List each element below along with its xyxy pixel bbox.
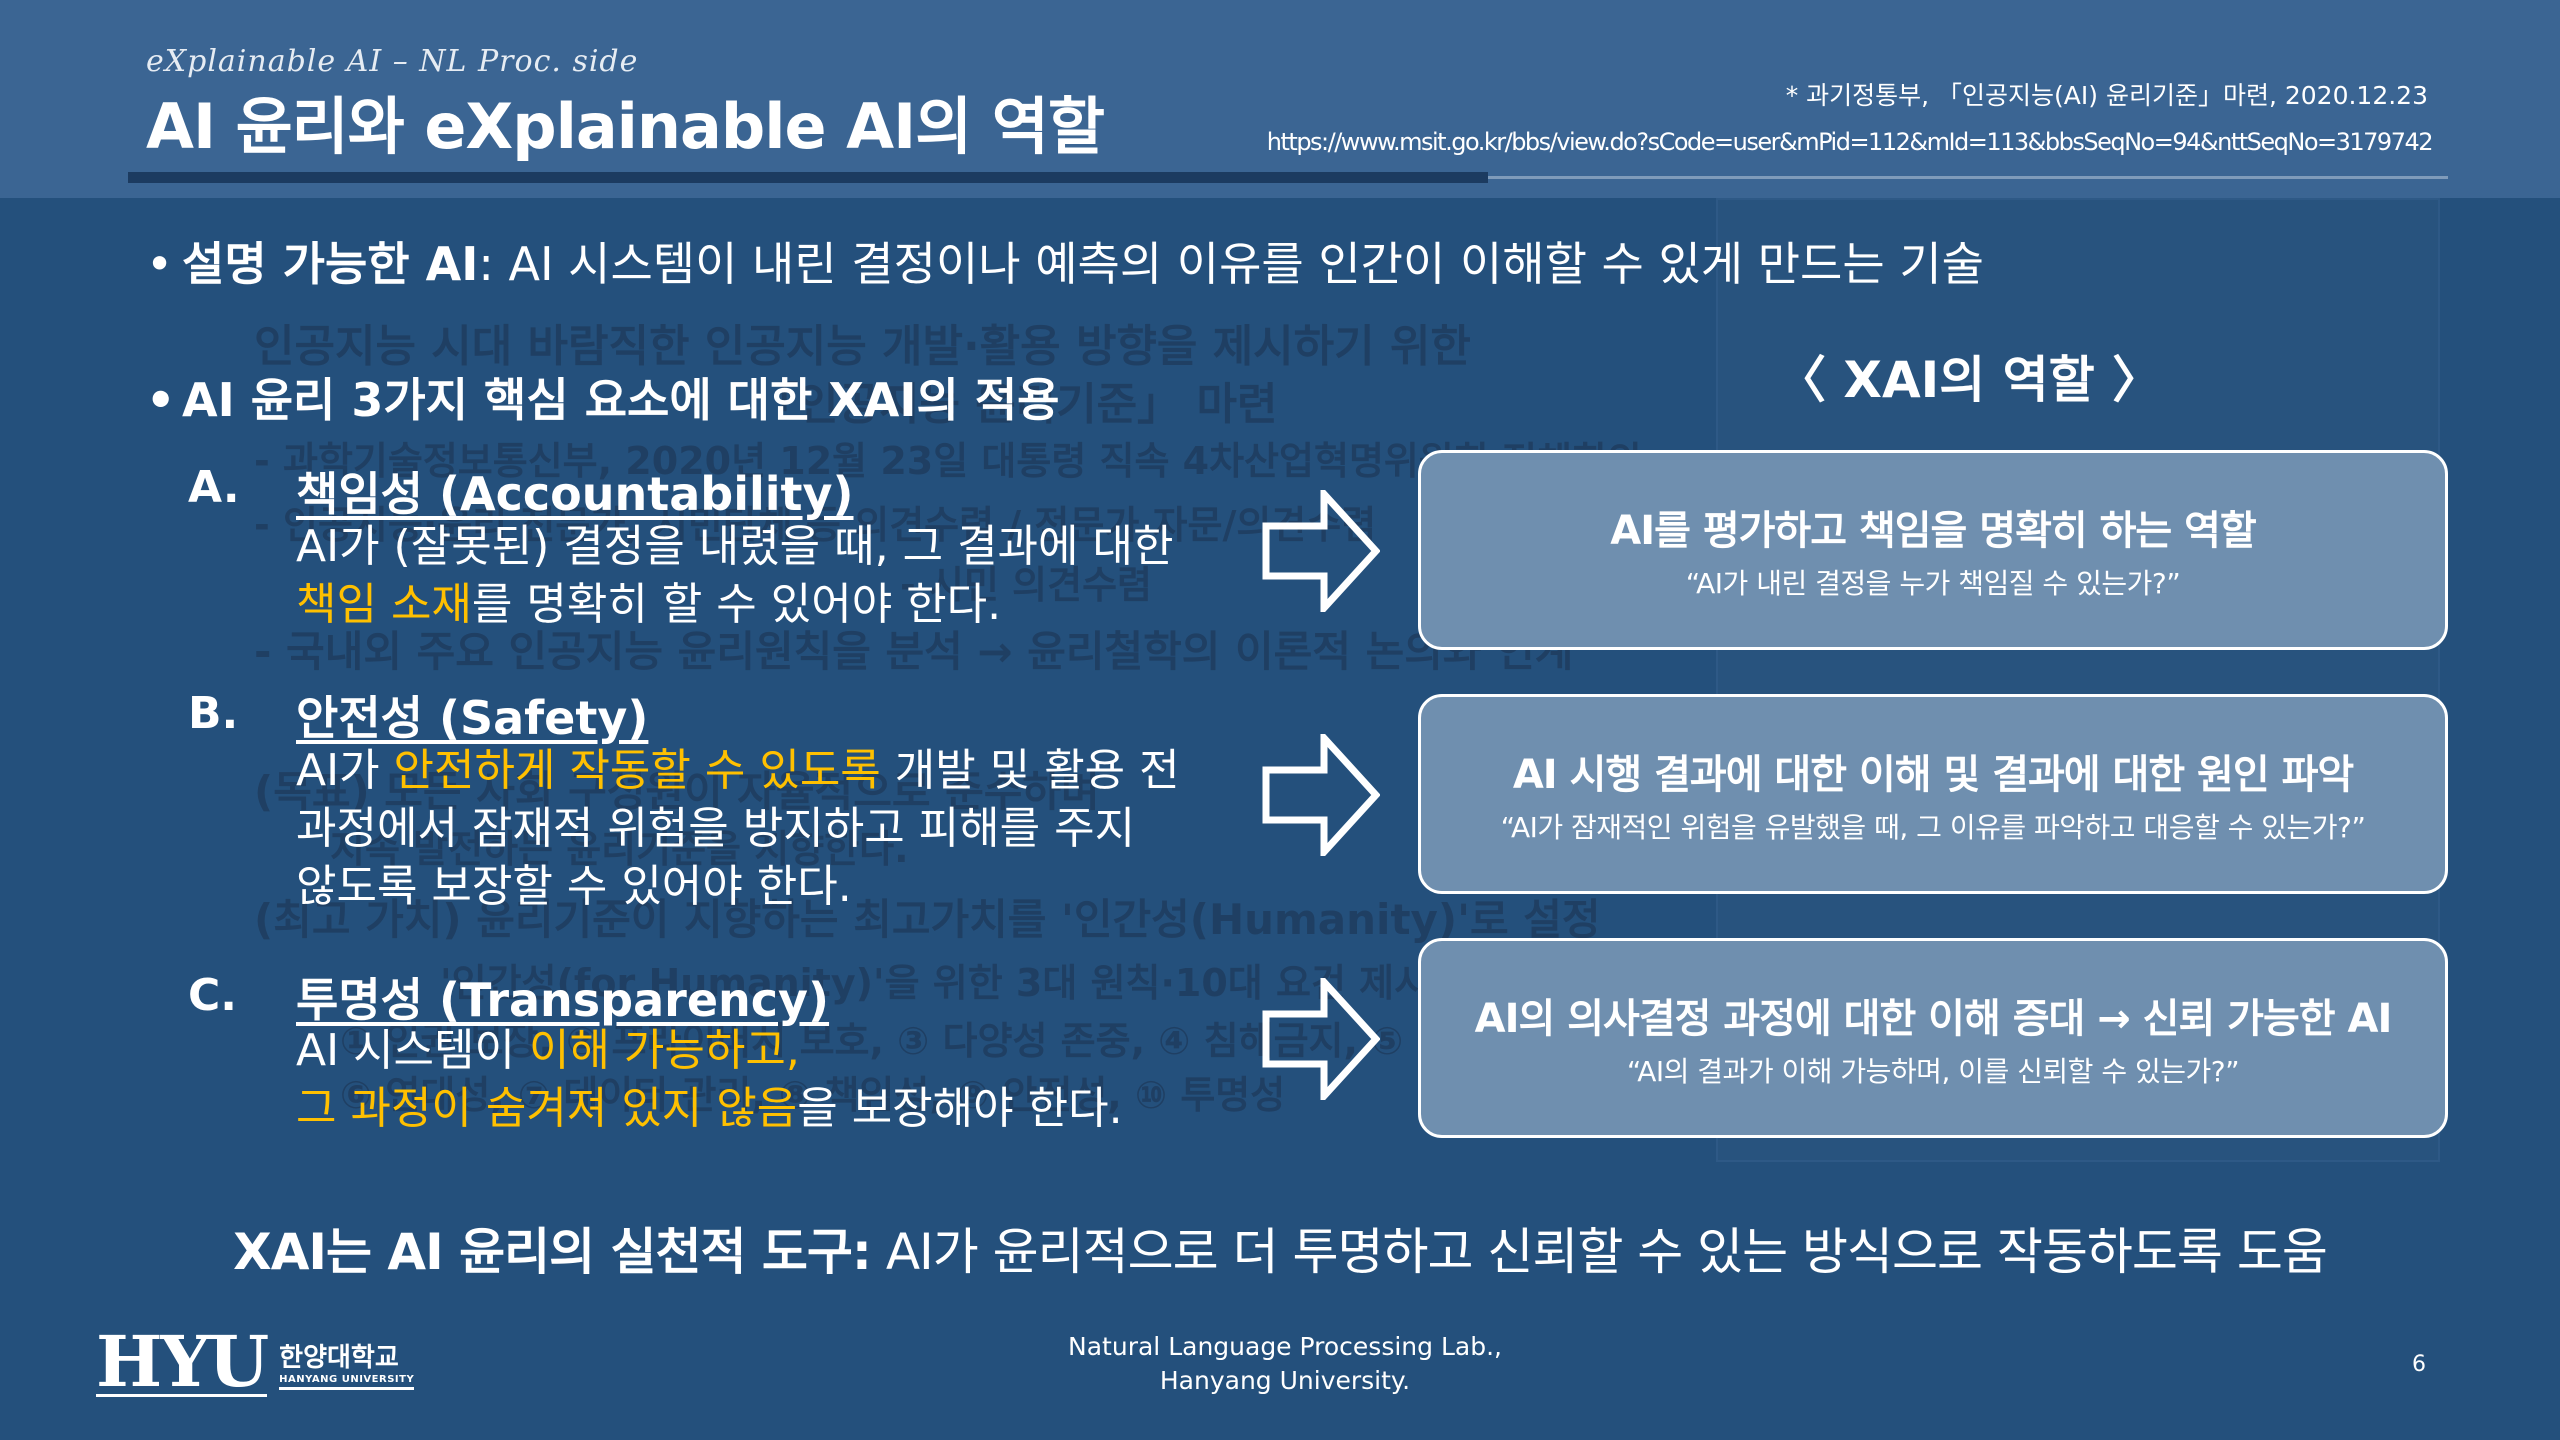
body-line: AI 시스템이 이해 가능하고, — [296, 1022, 1123, 1080]
highlight-text: 이해 가능하고, — [528, 1025, 800, 1076]
item-title-transparency: 투명성 (Transparency) — [296, 973, 830, 1027]
page-number: 6 — [2412, 1352, 2426, 1377]
bullet-dot: • — [146, 237, 174, 291]
body-line: 않도록 보장할 수 있어야 한다. — [296, 861, 852, 912]
body-text: 개발 및 활용 전 — [880, 745, 1180, 796]
role-box-safety: AI 시행 결과에 대한 이해 및 결과에 대한 원인 파악 “AI가 잠재적인… — [1418, 694, 2448, 894]
role-main-text: AI를 평가하고 책임을 명확히 하는 역할 — [1610, 508, 2256, 554]
body-line: AI가 (잘못된) 결정을 내렸을 때, 그 결과에 대한 — [296, 521, 1174, 572]
slide-title: AI 윤리와 eXplainable AI의 역할 — [146, 90, 1105, 163]
footer-lab-name: Natural Language Processing Lab., Hanyan… — [1000, 1330, 1570, 1398]
bullet-term: 설명 가능한 AI — [182, 237, 479, 291]
xai-roles-heading: 〈 XAI의 역할 〉 — [1776, 351, 2163, 409]
arrow-right-icon — [1262, 490, 1380, 612]
logo-korean: 한양대학교 — [279, 1343, 399, 1373]
source-note: * 과기정통부, 「인공지능(AI) 윤리기준」마련, 2020.12.23 — [1785, 81, 2428, 110]
bullet-xai-application: •AI 윤리 3가지 핵심 요소에 대한 XAI의 적용 — [146, 364, 1060, 430]
header-rule-thin — [1488, 176, 2448, 179]
body-text: 를 명확히 할 수 있어야 한다. — [471, 579, 1002, 630]
role-main-text: AI의 의사결정 과정에 대한 이해 증대 → 신뢰 가능한 AI — [1474, 996, 2393, 1042]
summary-text: AI가 윤리적으로 더 투명하고 신뢰할 수 있는 방식으로 작동하도록 도움 — [870, 1223, 2328, 1281]
item-body-accountability: AI가 (잘못된) 결정을 내렸을 때, 그 결과에 대한 책임 소재를 명확히… — [296, 518, 1173, 634]
item-letter-c: C. — [188, 970, 238, 1021]
highlight-text: 그 과정이 숨겨져 있지 않음 — [296, 1083, 798, 1134]
source-url[interactable]: https://www.msit.go.kr/bbs/view.do?sCode… — [1266, 128, 2434, 156]
bullet-text: AI 윤리 3가지 핵심 요소에 대한 XAI의 적용 — [182, 373, 1060, 427]
logo-mark: HYU — [96, 1320, 269, 1403]
role-question-text: “AI가 잠재적인 위험을 유발했을 때, 그 이유를 파악하고 대응할 수 있… — [1500, 811, 2366, 844]
hyu-logo: HYU 한양대학교 HANYANG UNIVERSITY — [96, 1320, 415, 1403]
bullet-dot: • — [146, 373, 176, 427]
role-question-text: “AI의 결과가 이해 가능하며, 이를 신뢰할 수 있는가?” — [1626, 1055, 2240, 1088]
body-line: 그 과정이 숨겨져 있지 않음을 보장해야 한다. — [296, 1080, 1123, 1138]
arrow-right-icon — [1262, 978, 1380, 1100]
body-text: AI가 — [296, 745, 394, 796]
footer-line: Hanyang University. — [1159, 1366, 1411, 1395]
summary-statement: XAI는 AI 윤리의 실천적 도구: AI가 윤리적으로 더 투명하고 신뢰할… — [0, 1212, 2560, 1284]
logo-text: 한양대학교 HANYANG UNIVERSITY — [279, 1337, 415, 1390]
body-text: 을 보장해야 한다. — [797, 1083, 1123, 1134]
item-body-transparency: AI 시스템이 이해 가능하고, 그 과정이 숨겨져 있지 않음을 보장해야 한… — [296, 1022, 1123, 1138]
body-text: AI 시스템이 — [296, 1025, 529, 1076]
item-letter-b: B. — [188, 688, 239, 739]
logo-english: HANYANG UNIVERSITY — [279, 1374, 415, 1385]
summary-bold: XAI는 AI 윤리의 실천적 도구: — [233, 1223, 872, 1281]
header-band — [0, 0, 2560, 198]
body-line: 책임 소재를 명확히 할 수 있어야 한다. — [296, 576, 1173, 634]
item-title-safety: 안전성 (Safety) — [296, 691, 649, 745]
role-box-transparency: AI의 의사결정 과정에 대한 이해 증대 → 신뢰 가능한 AI “AI의 결… — [1418, 938, 2448, 1138]
body-line: AI가 안전하게 작동할 수 있도록 개발 및 활용 전 — [296, 742, 1180, 800]
role-main-text: AI 시행 결과에 대한 이해 및 결과에 대한 원인 파악 — [1512, 752, 2354, 798]
role-question-text: “AI가 내린 결정을 누가 책임질 수 있는가?” — [1685, 567, 2181, 600]
bullet-xai-definition: •설명 가능한 AI: AI 시스템이 내린 결정이나 예측의 이유를 인간이 … — [146, 228, 1984, 294]
highlight-text: 안전하게 작동할 수 있도록 — [393, 745, 881, 796]
item-letter-a: A. — [188, 462, 240, 513]
item-body-safety: AI가 안전하게 작동할 수 있도록 개발 및 활용 전 과정에서 잠재적 위험… — [296, 742, 1180, 916]
footer-line: Natural Language Processing Lab., — [1068, 1332, 1502, 1361]
bullet-text: : AI 시스템이 내린 결정이나 예측의 이유를 인간이 이해할 수 있게 만… — [478, 237, 1984, 291]
item-title-accountability: 책임성 (Accountability) — [296, 467, 854, 521]
body-line: 과정에서 잠재적 위험을 방지하고 피해를 주지 — [296, 803, 1136, 854]
highlight-text: 책임 소재 — [296, 579, 472, 630]
header-rule — [128, 172, 1488, 183]
arrow-right-icon — [1262, 734, 1380, 856]
slide-subtitle: eXplainable AI – NL Proc. side — [146, 44, 639, 79]
role-box-accountability: AI를 평가하고 책임을 명확히 하는 역할 “AI가 내린 결정을 누가 책임… — [1418, 450, 2448, 650]
